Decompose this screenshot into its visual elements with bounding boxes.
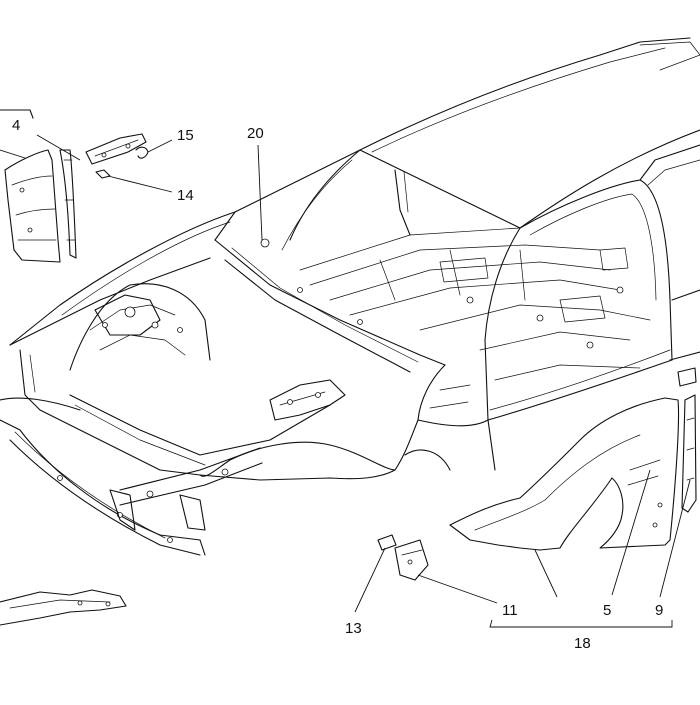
part-11-bracket <box>394 539 429 581</box>
part-13-clip <box>377 534 397 551</box>
part-9-fender-support <box>677 367 697 513</box>
leader-lines <box>0 134 691 628</box>
callout-5: 5 <box>603 602 612 619</box>
part-floor-rail-lower-left <box>0 589 127 626</box>
part-15-bracket <box>85 133 149 165</box>
callout-20: 20 <box>247 125 264 142</box>
part-4-pillar-panel <box>4 149 77 263</box>
part-18-front-fender <box>449 397 680 551</box>
callout-15: 15 <box>177 127 194 144</box>
callout-4: 4 <box>12 117 21 134</box>
part-14-clip <box>95 169 111 179</box>
callout-14: 14 <box>177 187 194 204</box>
callout-9: 9 <box>655 602 664 619</box>
group-bracket-top-left <box>0 109 34 119</box>
callout-18: 18 <box>574 635 591 652</box>
body-shell <box>0 37 700 556</box>
callout-13: 13 <box>345 620 362 637</box>
callout-11: 11 <box>502 602 518 619</box>
